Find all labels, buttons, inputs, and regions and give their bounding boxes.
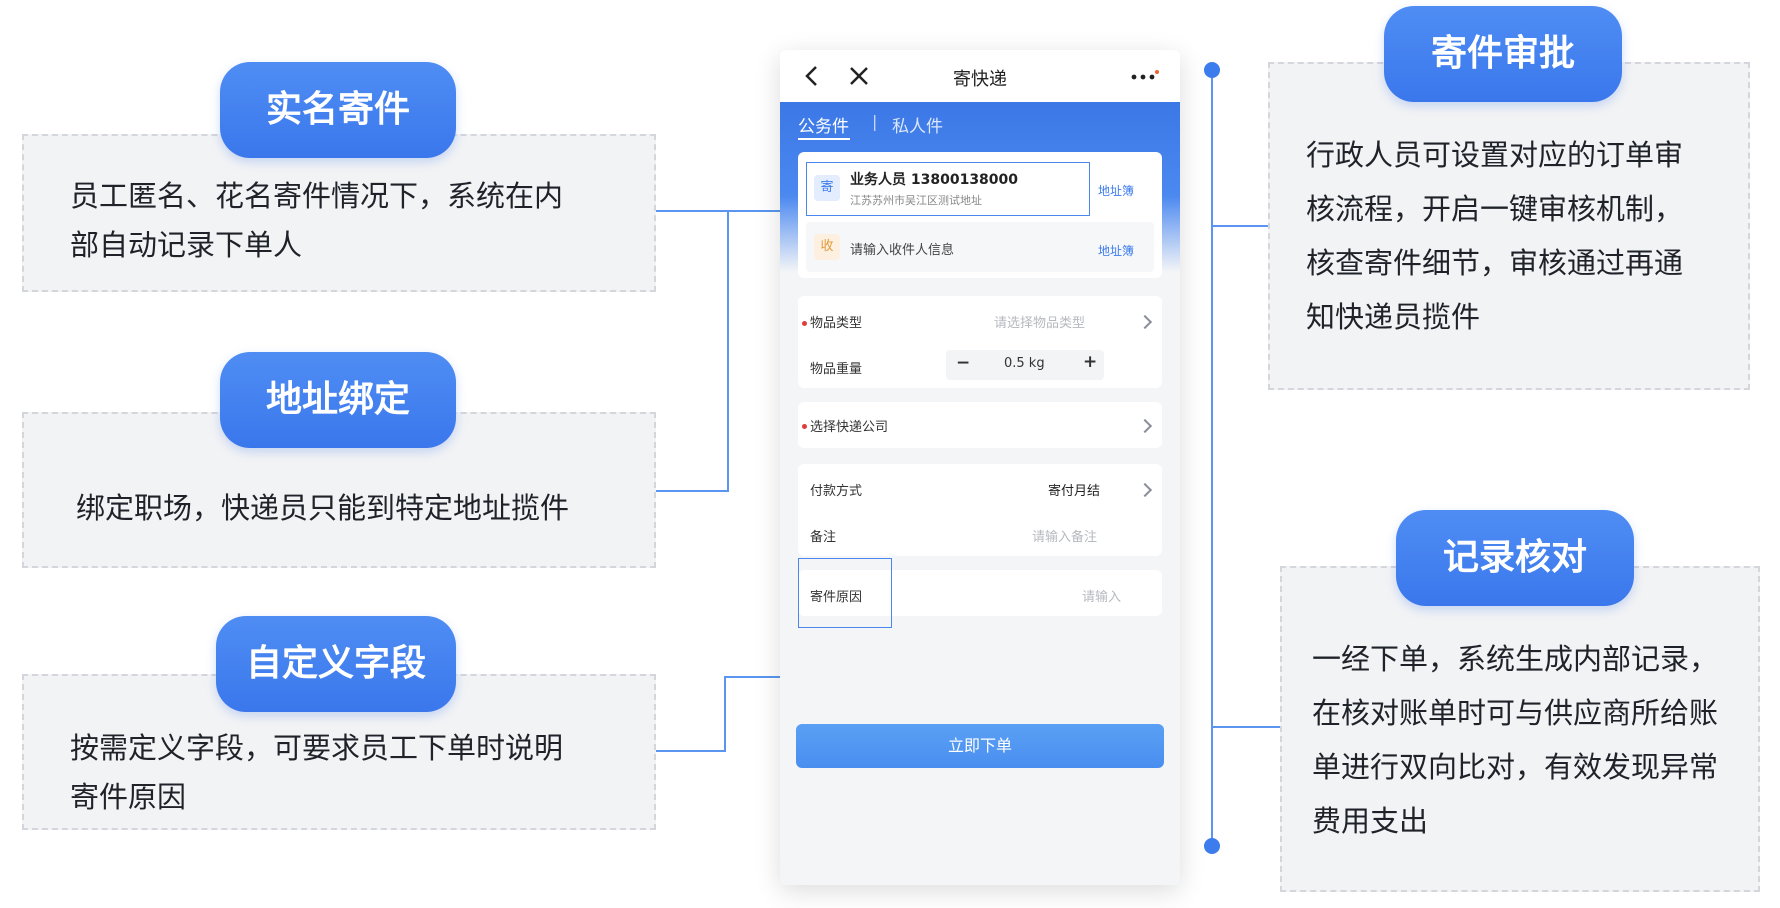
weight-stepper[interactable] <box>946 350 1104 380</box>
feature-desc: 绑定职场，快递员只能到特定地址揽件 <box>76 491 570 525</box>
courier-card[interactable]: 选择快递公司 <box>798 402 1162 448</box>
reason-highlight-frame <box>798 558 892 628</box>
connector-dot <box>1204 838 1220 854</box>
sender-row[interactable] <box>806 162 1090 216</box>
feature-desc: 员工匿名、花名寄件情况下，系统在内 <box>70 179 564 213</box>
phone-nav-bar: 寄快递 <box>780 50 1180 102</box>
remark-label: 备注 <box>810 530 837 545</box>
feature-desc: 按需定义字段，可要求员工下单时说明 <box>70 731 564 765</box>
connector-line <box>656 210 728 212</box>
feature-desc: 核流程，开启一键审核机制， <box>1306 192 1684 226</box>
connector-line <box>656 750 726 752</box>
tab-private[interactable]: 私人件 <box>892 117 943 137</box>
feature-desc: 一经下单，系统生成内部记录， <box>1312 642 1719 676</box>
submit-order-button[interactable]: 立即下单 <box>796 724 1164 768</box>
reason-card: 寄件原因 请输入 <box>798 570 1162 616</box>
weight-plus-button[interactable]: + <box>1083 352 1098 372</box>
feature-box-record: 一经下单，系统生成内部记录， 在核对账单时可与供应商所给账 单进行双向比对，有效… <box>1280 566 1760 892</box>
feature-title-realname: 实名寄件 <box>220 62 456 158</box>
feature-desc: 核查寄件细节，审核通过再通 <box>1306 246 1684 280</box>
weight-minus-button[interactable]: − <box>956 353 971 373</box>
reason-label: 寄件原因 <box>810 590 863 605</box>
feature-desc: 单进行双向比对，有效发现异常 <box>1312 750 1719 784</box>
weight-value[interactable]: 0.5 kg <box>1004 356 1045 371</box>
feature-desc: 行政人员可设置对应的订单审 <box>1306 138 1684 172</box>
feature-title-address: 地址绑定 <box>220 352 456 448</box>
required-dot <box>802 424 807 429</box>
receiver-address-book-link[interactable]: 地址簿 <box>1098 244 1135 258</box>
back-icon[interactable] <box>802 64 822 88</box>
connector-line <box>727 210 806 212</box>
item-type-label: 物品类型 <box>810 316 863 331</box>
tab-underline <box>798 138 850 140</box>
connector-line <box>727 210 729 492</box>
feature-desc: 在核对账单时可与供应商所给账 <box>1312 696 1719 730</box>
tab-official[interactable]: 公务件 <box>798 117 849 137</box>
payment-value[interactable]: 寄付月结 <box>1048 484 1101 499</box>
phone-title: 寄快递 <box>953 69 1007 90</box>
payment-label: 付款方式 <box>810 484 863 499</box>
payment-card: 付款方式 寄付月结 备注 请输入备注 <box>798 464 1162 556</box>
item-type-select[interactable]: 请选择物品类型 <box>994 316 1086 331</box>
remark-input[interactable]: 请输入备注 <box>1032 530 1098 545</box>
receiver-input[interactable]: 请输入收件人信息 <box>850 243 955 258</box>
courier-label: 选择快递公司 <box>810 420 889 435</box>
reason-input[interactable]: 请输入 <box>1082 590 1122 605</box>
sender-badge: 寄 <box>814 175 840 201</box>
sender-address-book-link[interactable]: 地址簿 <box>1098 184 1135 198</box>
weight-label: 物品重量 <box>810 362 863 377</box>
chevron-right-icon <box>1137 314 1153 330</box>
phone-mockup: 寄快递 公务件 | 私人件 寄 业务人员 13800138000 江苏苏州市吴江… <box>780 50 1180 885</box>
more-icon[interactable] <box>1130 70 1160 82</box>
receiver-badge: 收 <box>814 234 840 260</box>
feature-desc: 寄件原因 <box>70 780 187 814</box>
feature-box-realname: 员工匿名、花名寄件情况下，系统在内 部自动记录下单人 <box>22 134 656 292</box>
feature-box-approval: 行政人员可设置对应的订单审 核流程，开启一键审核机制， 核查寄件细节，审核通过再… <box>1268 62 1750 390</box>
feature-title-custom: 自定义字段 <box>216 616 456 712</box>
connector-line <box>656 490 729 492</box>
item-card: 物品类型 请选择物品类型 物品重量 − 0.5 kg + <box>798 296 1162 388</box>
connector-line <box>1212 225 1268 227</box>
connector-dot <box>1204 62 1220 78</box>
connector-line <box>1211 70 1213 846</box>
connector-line <box>1212 726 1280 728</box>
connector-line <box>724 676 798 678</box>
feature-title-record: 记录核对 <box>1396 510 1634 606</box>
chevron-right-icon <box>1137 482 1153 498</box>
connector-line <box>724 676 726 752</box>
feature-desc: 费用支出 <box>1312 804 1429 838</box>
address-card: 寄 业务人员 13800138000 江苏苏州市吴江区测试地址 地址簿 收 请输… <box>798 152 1162 278</box>
feature-desc: 部自动记录下单人 <box>70 228 303 262</box>
receiver-row-bg <box>806 222 1154 272</box>
chevron-right-icon <box>1137 418 1153 434</box>
required-dot <box>802 321 807 326</box>
feature-title-approval: 寄件审批 <box>1384 6 1622 102</box>
close-icon[interactable] <box>848 65 870 87</box>
feature-desc: 知快递员揽件 <box>1306 300 1481 334</box>
sender-address: 江苏苏州市吴江区测试地址 <box>850 194 982 207</box>
sender-name-phone: 业务人员 13800138000 <box>850 172 1019 188</box>
tab-separator: | <box>872 112 878 131</box>
